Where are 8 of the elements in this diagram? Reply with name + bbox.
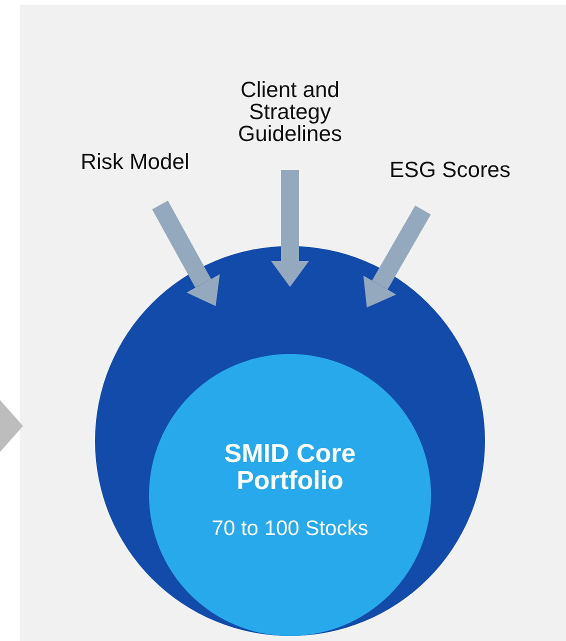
portfolio-subtitle: 70 to 100 Stocks — [212, 516, 368, 542]
block-arrow — [271, 170, 309, 287]
block-arrow — [152, 200, 220, 306]
input-label: Risk Model — [80, 151, 190, 173]
input-label: ESG Scores — [389, 159, 511, 181]
input-label: Client and Strategy Guidelines — [237, 79, 343, 145]
block-arrow — [363, 206, 431, 308]
portfolio-title: SMID Core Portfolio — [223, 440, 357, 494]
